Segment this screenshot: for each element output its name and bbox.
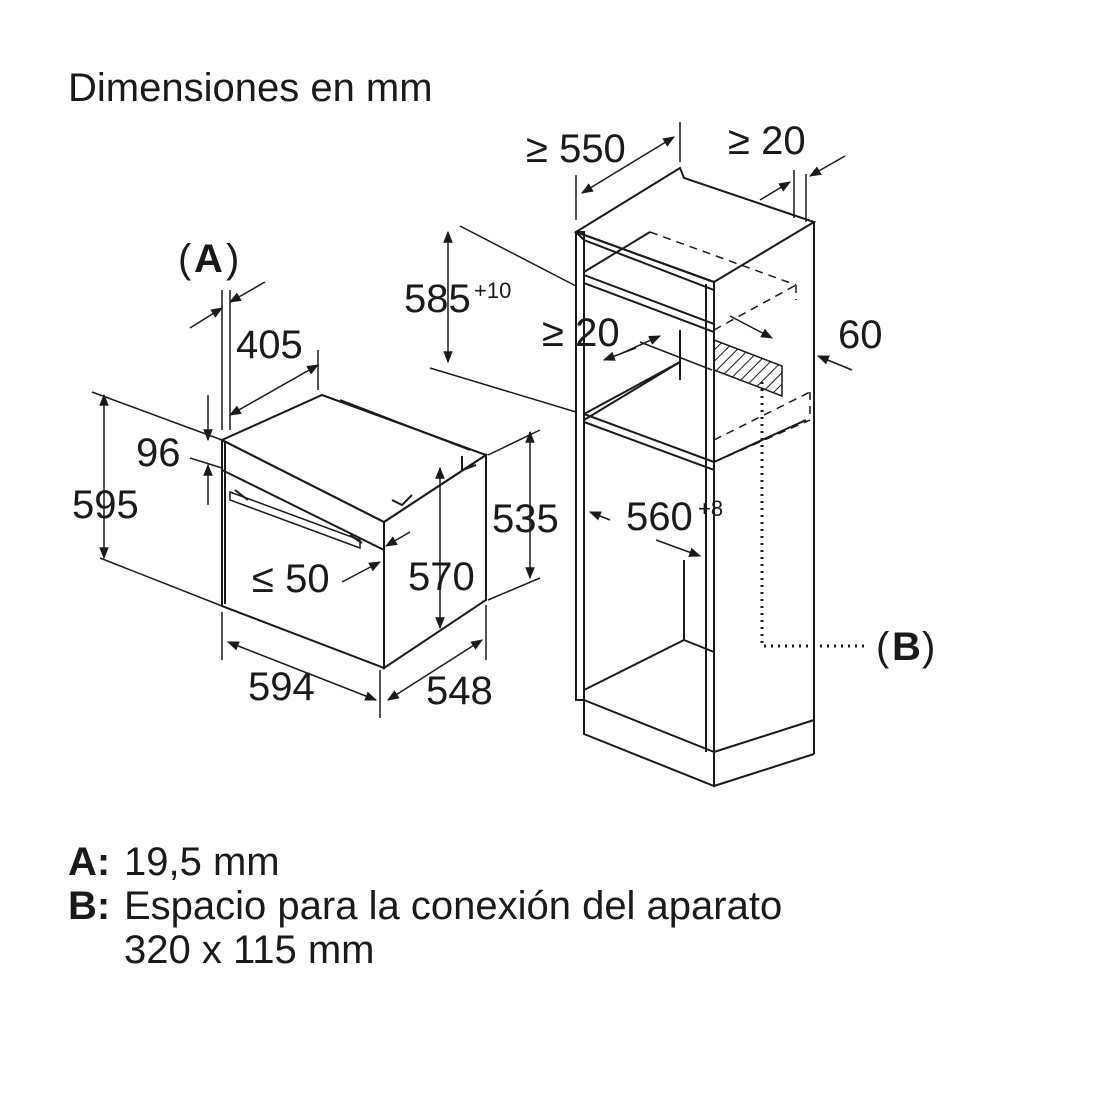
oven-side: [383, 453, 487, 670]
dim-ge-20-top: ≥ 20: [728, 119, 806, 163]
dim-548: 548: [426, 669, 493, 713]
dim-60: 60: [838, 313, 883, 357]
oven-front: [221, 438, 385, 670]
dim-le-50: ≤ 50: [252, 557, 330, 601]
dim-560: 560: [626, 495, 693, 539]
dim-535: 535: [492, 497, 559, 541]
dim-585-tolerance: +10: [474, 278, 511, 303]
legend-key-b: B:: [68, 884, 111, 928]
legend-text-b: Espacio para la conexión del aparato: [124, 884, 783, 928]
dim-ge-20-mid: ≥ 20: [542, 311, 620, 355]
label-a-close: ): [226, 237, 239, 281]
label-a: A: [194, 237, 223, 281]
cabinet-dimension-lines: [429, 122, 853, 557]
oven-handle: [229, 490, 361, 550]
legend: A: 19,5 mm B: Espacio para la conexión d…: [68, 840, 782, 972]
label-b: B: [892, 625, 921, 669]
dim-96: 96: [136, 431, 181, 475]
legend-row-b: B: Espacio para la conexión del aparato: [68, 884, 782, 928]
oven-drawing: [219, 393, 489, 670]
dim-560-tolerance: +8: [698, 496, 723, 521]
label-a-open: (: [178, 237, 192, 281]
dim-585: 585: [404, 277, 471, 321]
legend-key-a: A:: [68, 840, 111, 884]
legend-text-a: 19,5 mm: [124, 840, 280, 884]
dimension-labels: ( A ) 405 96 595 594 548 570 535 ≤ 50 ≥ …: [72, 119, 935, 713]
cabinet-top: [573, 166, 817, 284]
label-b-close: ): [922, 625, 935, 669]
ventilation-slot: [713, 338, 783, 398]
dim-ge-550: ≥ 550: [526, 127, 626, 171]
oven-dimension-lines: [91, 281, 541, 718]
label-b-open: (: [876, 625, 890, 669]
cabinet-front-left: [575, 231, 585, 701]
drawing-title: Dimensiones en mm: [68, 66, 433, 110]
cabinet-drawing: [573, 166, 817, 788]
dim-594: 594: [248, 665, 315, 709]
dim-595: 595: [72, 483, 139, 527]
legend-row-a: A: 19,5 mm: [68, 840, 782, 884]
dim-405: 405: [236, 323, 303, 367]
dim-570: 570: [408, 555, 475, 599]
cabinet-hidden-lines: [649, 231, 811, 463]
legend-text-b-line2: 320 x 115 mm: [124, 928, 375, 972]
